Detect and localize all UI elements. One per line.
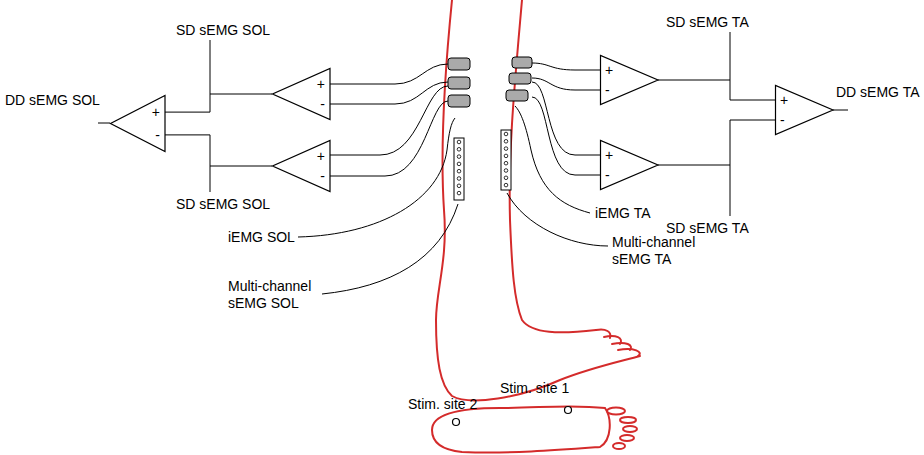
multi-channel-electrode <box>454 138 464 200</box>
electrode-contact <box>457 184 461 188</box>
electrode-wire <box>532 97 600 175</box>
output-line <box>98 123 110 124</box>
electrode-contact <box>457 191 461 195</box>
electrode-contact <box>457 148 461 152</box>
input-polarity: - <box>320 95 325 113</box>
amplifier: +- <box>110 95 165 152</box>
signal-label: Multi-channel sEMG SOL <box>228 278 328 312</box>
amplifier: +- <box>600 55 658 105</box>
amplifier: +- <box>600 140 658 190</box>
electrode-contact <box>457 162 461 166</box>
signal-tick <box>210 166 211 192</box>
stim-site <box>565 407 572 414</box>
input-polarity: + <box>152 103 160 121</box>
foot-sole <box>432 406 610 452</box>
input-polarity: + <box>780 91 788 109</box>
amplifier-triangle <box>601 56 659 105</box>
input-polarity: + <box>317 75 325 93</box>
electrode-wire <box>330 101 448 176</box>
leader-line <box>507 193 608 246</box>
electrode <box>448 58 470 70</box>
electrode-contact <box>504 154 508 158</box>
electrode <box>448 95 470 107</box>
electrode-wire <box>532 63 600 70</box>
toe-print <box>607 408 625 415</box>
toe <box>618 349 640 356</box>
signal-label: SD sEMG SOL <box>176 22 270 39</box>
electrode-contact <box>504 140 508 144</box>
electrode-contact <box>457 177 461 181</box>
toe-print <box>623 426 637 432</box>
electrode-wire <box>330 64 448 84</box>
electrode-contact <box>504 183 508 187</box>
electrode-contact <box>457 140 461 144</box>
signal-wire <box>165 94 272 112</box>
electrode <box>509 73 531 84</box>
leader-line <box>515 106 590 213</box>
signal-wire <box>658 120 775 165</box>
electrode-wire <box>532 82 600 155</box>
signal-tick <box>730 165 731 216</box>
amplifier-triangle <box>273 69 331 120</box>
electrode-wire <box>532 78 600 90</box>
amplifier-symbol <box>110 95 165 152</box>
amplifier: +- <box>272 68 330 120</box>
toe-print <box>620 435 634 441</box>
signal-label: iEMG SOL <box>228 229 295 246</box>
stim-site <box>453 419 460 426</box>
input-polarity: - <box>780 111 785 129</box>
input-polarity: - <box>155 126 160 144</box>
electrode <box>448 77 470 89</box>
input-polarity: + <box>605 146 613 164</box>
electrode-contact <box>457 155 461 159</box>
input-polarity: - <box>320 167 325 185</box>
signal-label: Stim. site 2 <box>408 396 477 413</box>
signal-label: Stim. site 1 <box>500 380 569 397</box>
electrode-contact <box>504 176 508 180</box>
signal-wire <box>165 135 272 166</box>
signal-wire <box>658 80 775 100</box>
electrode <box>512 57 532 68</box>
signal-label: SD sEMG SOL <box>176 196 270 213</box>
leg-outline <box>510 0 596 332</box>
signal-label: DD sEMG SOL <box>5 92 100 109</box>
electrode-contact <box>504 169 508 173</box>
signal-label: DD sEMG TA <box>836 84 920 101</box>
signal-tick <box>210 40 211 94</box>
amplifier: +- <box>775 85 833 135</box>
signal-tick <box>730 32 731 80</box>
signal-label: iEMG TA <box>595 205 651 222</box>
input-polarity: - <box>605 166 610 184</box>
amplifier: +- <box>272 140 330 192</box>
electrode-wire <box>330 82 448 104</box>
leader-line <box>298 118 455 237</box>
electrode-contact <box>457 169 461 173</box>
input-polarity: + <box>605 61 613 79</box>
toe-print <box>613 443 625 449</box>
input-polarity: - <box>605 81 610 99</box>
electrode-contact <box>504 132 508 136</box>
output-line <box>833 110 848 111</box>
electrode <box>506 90 528 101</box>
leader-line <box>322 204 458 294</box>
signal-label: SD sEMG TA <box>666 14 749 31</box>
multi-channel-electrode <box>501 130 511 190</box>
input-polarity: + <box>317 147 325 165</box>
amplifier-triangle <box>111 96 166 152</box>
amplifier-triangle <box>776 86 834 135</box>
signal-label: Multi-channel sEMG TA <box>612 234 712 268</box>
amplifier-triangle <box>273 141 331 192</box>
electrode-contact <box>504 147 508 151</box>
amplifier-triangle <box>601 141 659 190</box>
electrode-wire <box>330 86 448 155</box>
electrode-contact <box>504 161 508 165</box>
toe-print <box>620 417 636 423</box>
